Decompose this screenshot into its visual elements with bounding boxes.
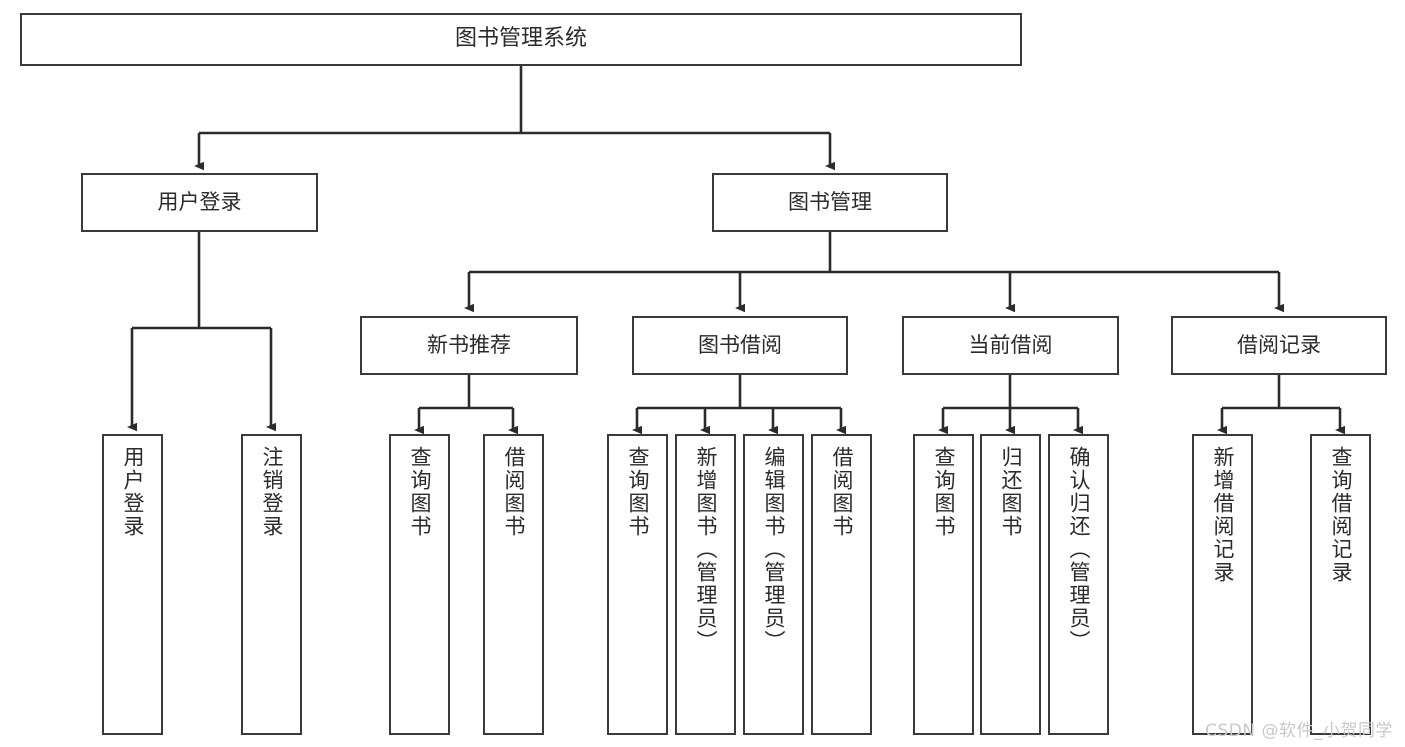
- leaf-borrow-record-add[interactable]: 新增借阅记录: [1192, 434, 1253, 735]
- leaf-book-borrow-query[interactable]: 查询图书: [607, 434, 668, 735]
- node-user-login-label: 用户登录: [157, 189, 242, 214]
- node-root-label: 图书管理系统: [454, 26, 587, 52]
- node-new-book-recommend-label: 新书推荐: [427, 332, 511, 357]
- node-root[interactable]: 图书管理系统: [20, 13, 1022, 66]
- leaf-borrow-record-add-label: 新增借阅记录: [1211, 446, 1235, 584]
- leaf-current-borrow-query-label: 查询图书: [932, 446, 956, 538]
- leaf-borrow-record-query[interactable]: 查询借阅记录: [1310, 434, 1371, 735]
- node-book-borrow-label: 图书借阅: [698, 332, 782, 357]
- leaf-current-borrow-confirm-label: 确认归还（管理员）: [1067, 446, 1091, 653]
- leaf-current-borrow-return[interactable]: 归还图书: [980, 434, 1041, 735]
- leaf-book-borrow-borrow-label: 借阅图书: [830, 446, 854, 538]
- leaf-book-borrow-query-label: 查询图书: [626, 446, 650, 538]
- leaf-new-book-query-label: 查询图书: [408, 446, 432, 538]
- csdn-watermark: CSDN @软件_小贺同学: [1205, 721, 1393, 741]
- node-current-borrow-label: 当前借阅: [968, 332, 1053, 357]
- leaf-user-login-logout[interactable]: 注销登录: [241, 434, 302, 735]
- node-new-book-recommend[interactable]: 新书推荐: [360, 316, 578, 375]
- node-user-login[interactable]: 用户登录: [81, 173, 318, 232]
- leaf-new-book-query[interactable]: 查询图书: [389, 434, 450, 735]
- leaf-current-borrow-confirm[interactable]: 确认归还（管理员）: [1048, 434, 1109, 735]
- leaf-current-borrow-query[interactable]: 查询图书: [913, 434, 974, 735]
- leaf-book-borrow-borrow[interactable]: 借阅图书: [811, 434, 872, 735]
- node-borrow-record-label: 借阅记录: [1237, 332, 1321, 357]
- leaf-book-borrow-edit-label: 编辑图书（管理员）: [762, 446, 786, 653]
- leaf-book-borrow-add[interactable]: 新增图书（管理员）: [675, 434, 736, 735]
- node-book-borrow[interactable]: 图书借阅: [632, 316, 848, 375]
- node-current-borrow[interactable]: 当前借阅: [902, 316, 1119, 375]
- node-book-management-label: 图书管理: [788, 189, 872, 214]
- leaf-book-borrow-edit[interactable]: 编辑图书（管理员）: [743, 434, 804, 735]
- leaf-borrow-record-query-label: 查询借阅记录: [1329, 446, 1353, 584]
- leaf-user-login-logout-label: 注销登录: [260, 446, 284, 538]
- node-book-management[interactable]: 图书管理: [712, 173, 948, 232]
- leaf-new-book-borrow-label: 借阅图书: [502, 446, 526, 538]
- node-borrow-record[interactable]: 借阅记录: [1171, 316, 1387, 375]
- leaf-book-borrow-add-label: 新增图书（管理员）: [694, 446, 718, 653]
- leaf-new-book-borrow[interactable]: 借阅图书: [483, 434, 544, 735]
- leaf-user-login-login[interactable]: 用户登录: [102, 434, 163, 735]
- leaf-user-login-login-label: 用户登录: [121, 446, 145, 538]
- leaf-current-borrow-return-label: 归还图书: [999, 446, 1023, 538]
